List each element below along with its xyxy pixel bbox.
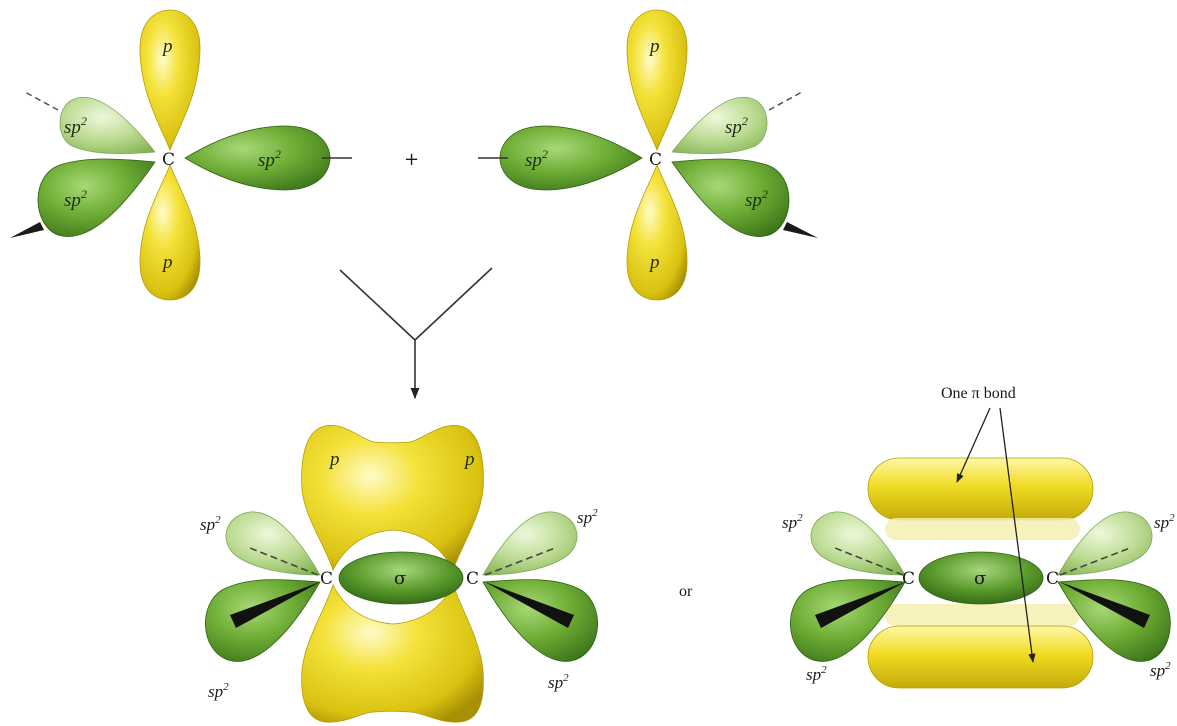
carbon-label: C bbox=[649, 150, 662, 170]
carbon-label: C bbox=[162, 150, 175, 170]
ethylene-bonded-p-overlap: p p σ C C sp2 sp2 sp2 sp2 bbox=[200, 425, 598, 722]
p-orbital-lower-lobe bbox=[627, 165, 687, 300]
sp2-label-lower-right: sp2 bbox=[548, 672, 569, 692]
p-label-lower: p bbox=[648, 252, 660, 273]
sigma-label: σ bbox=[394, 568, 406, 589]
carbon-label-left: C bbox=[902, 569, 915, 589]
sp2-label-upper-left: sp2 bbox=[200, 514, 221, 534]
bond-dash-upper-right bbox=[769, 92, 802, 110]
sp2-label-upper-right: sp2 bbox=[577, 507, 598, 527]
p-label-right: p bbox=[463, 449, 475, 470]
sp2-lobe-lower-right-dark bbox=[483, 580, 598, 662]
bond-dash-upper-left bbox=[25, 92, 58, 110]
sp2-lobe-upper-right-light bbox=[672, 97, 767, 153]
p-orbital-upper-lobe bbox=[627, 10, 687, 150]
sp2-lobe-lower-right-dark bbox=[672, 159, 789, 237]
pi-bond-lower-cloud bbox=[868, 626, 1093, 688]
pi-bond-lower-shadow bbox=[885, 604, 1080, 626]
sp2-lobe-lower-left-dark bbox=[205, 580, 320, 662]
sp2-label-upper-left: sp2 bbox=[782, 512, 803, 532]
plus-sign: + bbox=[404, 149, 419, 170]
sp2-lobe-lower-left-dark bbox=[38, 159, 155, 237]
p-label-upper: p bbox=[648, 36, 660, 57]
carbon-label-left: C bbox=[320, 569, 333, 589]
sp2-label-lower-left: sp2 bbox=[208, 681, 229, 701]
sp2-label-lower-left: sp2 bbox=[806, 664, 827, 684]
p-label-left: p bbox=[328, 449, 340, 470]
p-label-lower: p bbox=[161, 252, 173, 273]
pi-bond-upper-cloud bbox=[868, 458, 1093, 520]
carbon-right-isolated: p p sp2 sp2 sp2 C bbox=[478, 10, 818, 300]
pi-bond-label: One π bond bbox=[941, 385, 1016, 402]
p-overlap-upper-lobe bbox=[302, 425, 484, 570]
sp2-lobe-upper-left-light bbox=[226, 512, 320, 575]
combine-arrow bbox=[340, 268, 492, 398]
carbon-left-isolated: p p sp2 sp2 sp2 C bbox=[10, 10, 352, 300]
carbon-label-right: C bbox=[466, 569, 479, 589]
sp2-lobe-upper-right-light bbox=[483, 512, 577, 575]
p-label-upper: p bbox=[161, 36, 173, 57]
carbon-label-right: C bbox=[1046, 569, 1059, 589]
p-orbital-lower-lobe bbox=[140, 165, 200, 300]
sp2-label-upper-right: sp2 bbox=[1154, 512, 1175, 532]
sigma-label: σ bbox=[974, 568, 986, 589]
ethylene-pi-bond: σ C C sp2 sp2 sp2 sp2 One π bond bbox=[782, 385, 1175, 688]
pi-bond-upper-shadow bbox=[885, 518, 1080, 540]
p-orbital-upper-lobe bbox=[140, 10, 200, 150]
bond-wedge-lower-left bbox=[10, 222, 44, 238]
bond-wedge-lower-right bbox=[783, 222, 818, 238]
p-overlap-lower-lobe bbox=[302, 585, 484, 722]
sp2-lobe-left bbox=[500, 126, 642, 190]
or-label: or bbox=[679, 583, 693, 600]
sp2-label-lower-right: sp2 bbox=[1150, 660, 1171, 680]
